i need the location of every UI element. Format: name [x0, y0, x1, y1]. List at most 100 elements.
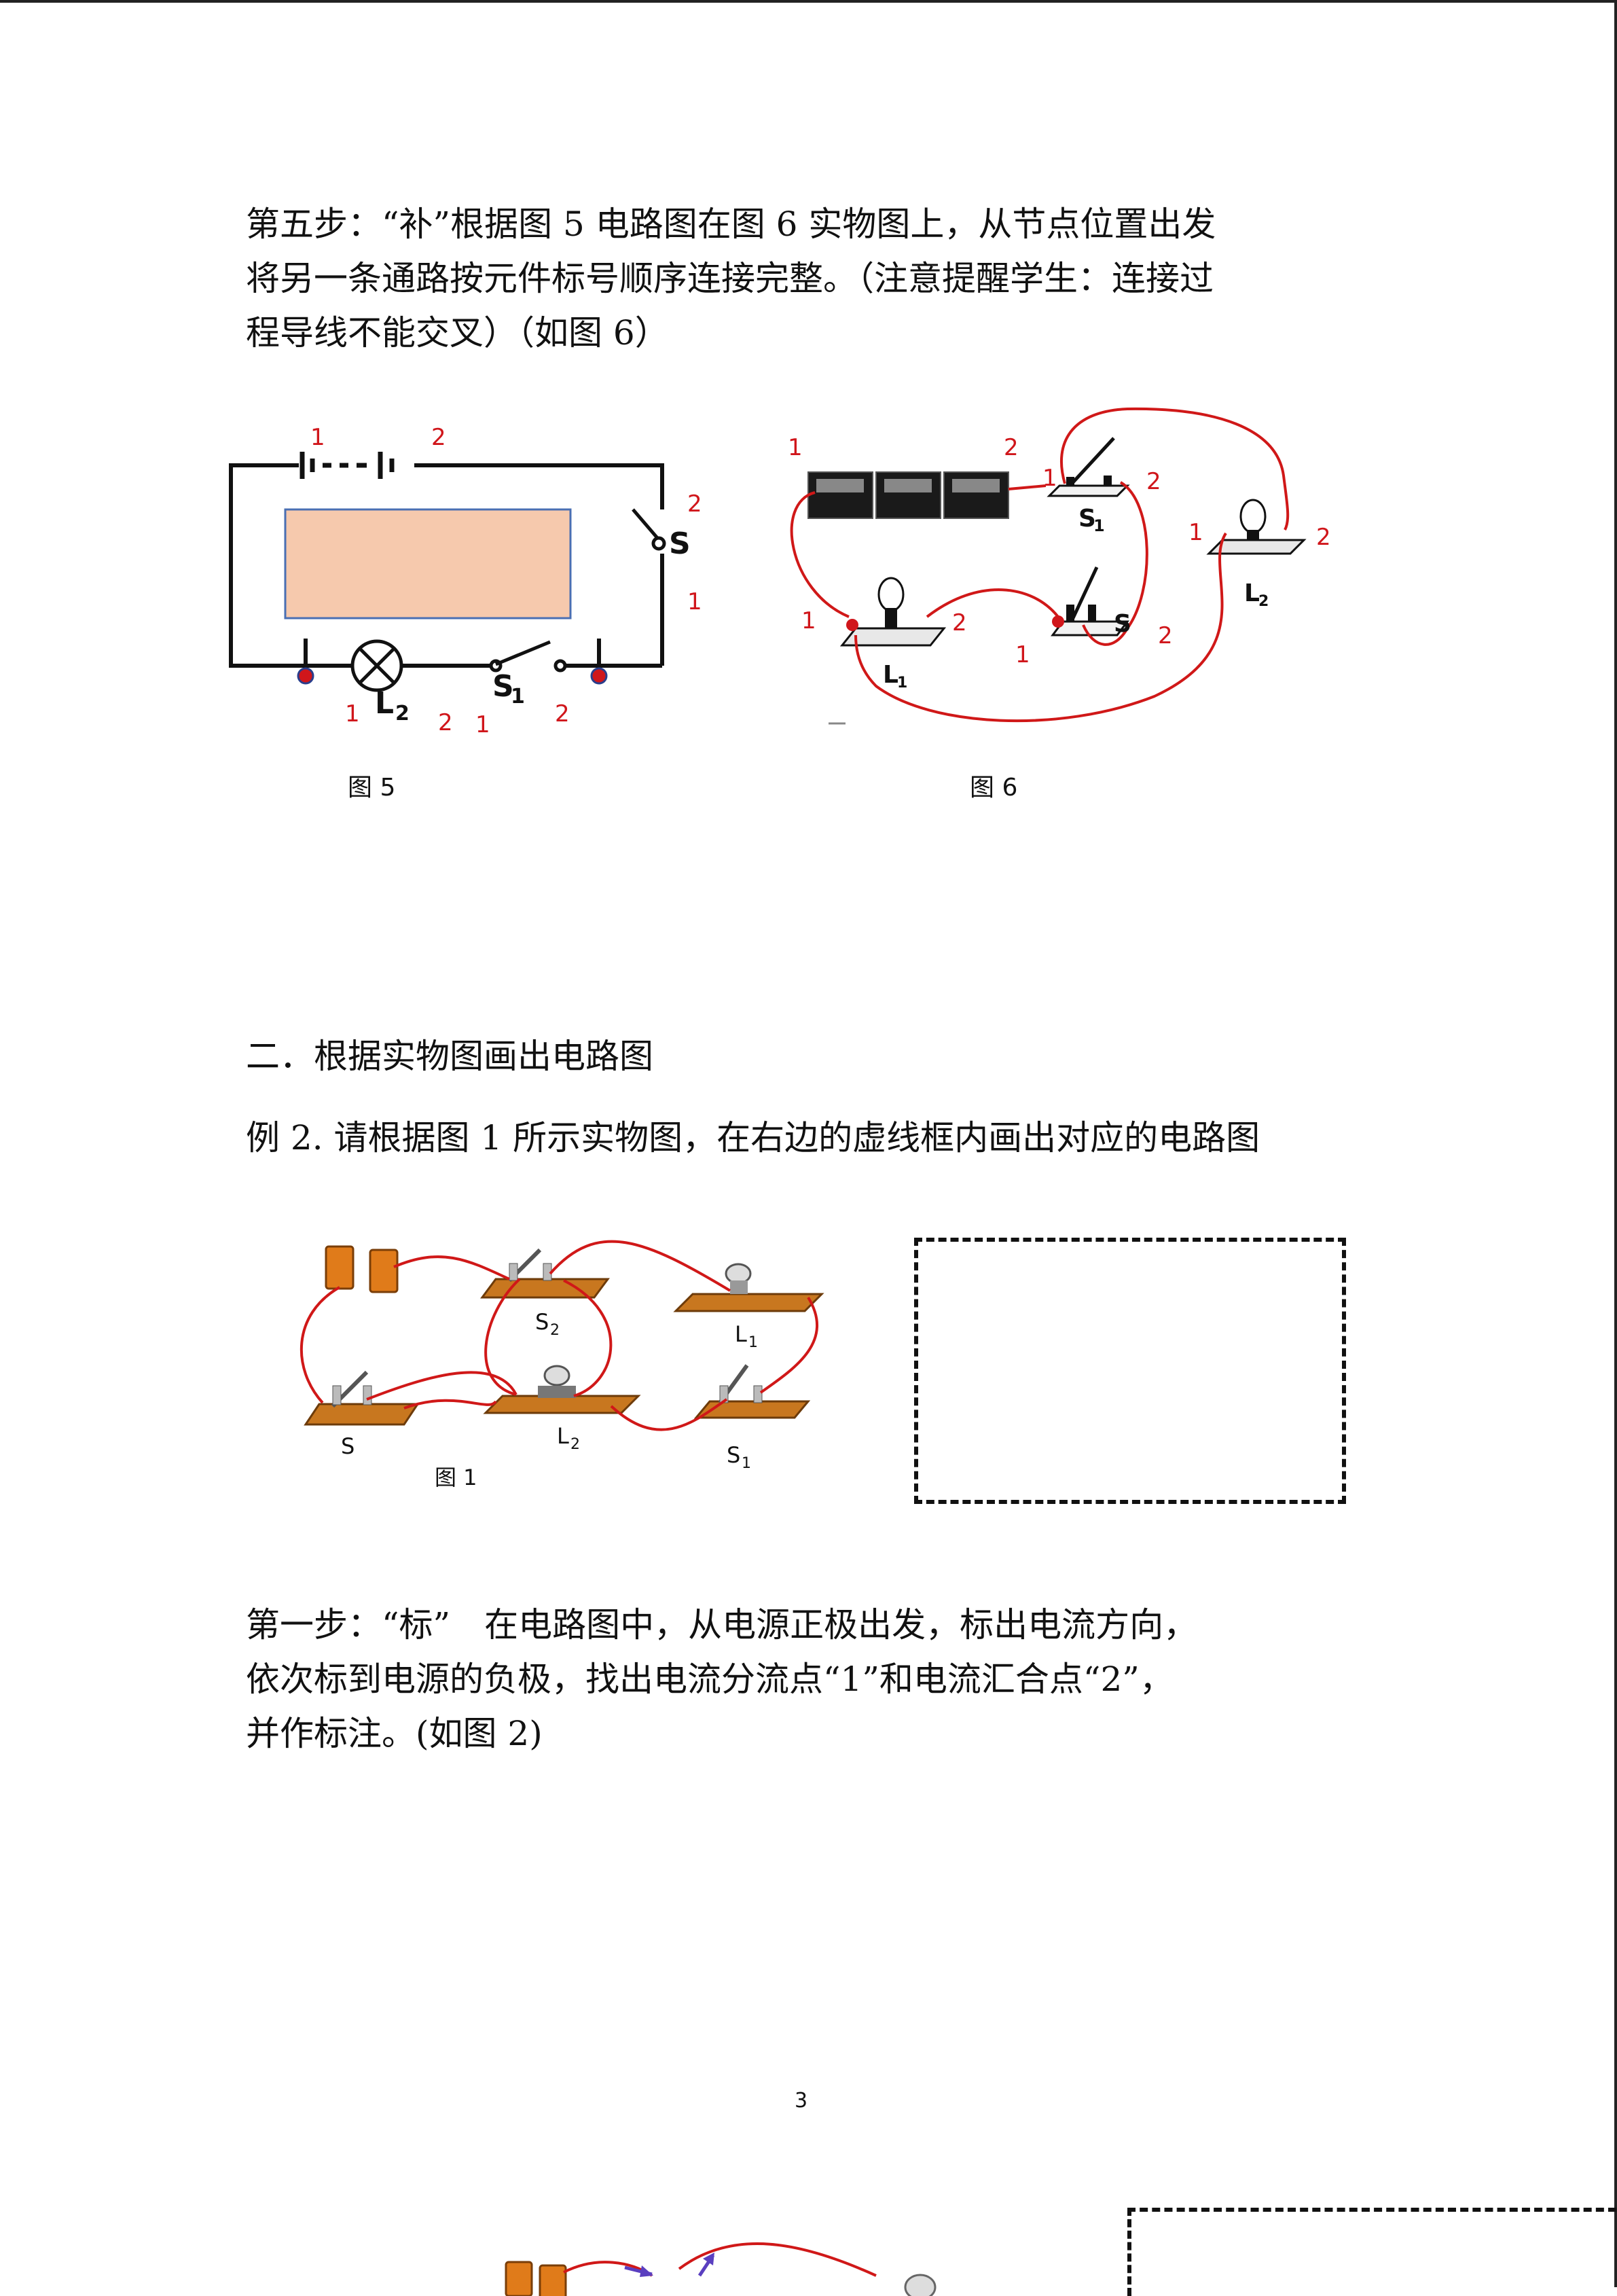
step5-line-1: 第五步：“补”根据图 5 电路图在图 6 实物图上，从节点位置出发	[246, 204, 1216, 244]
fig6-wire	[926, 588, 1059, 618]
section-title: 二．根据实物图画出电路图	[246, 1037, 653, 1076]
fig1-wire	[549, 1240, 731, 1292]
fig5-lamp-L2	[350, 639, 403, 692]
fig1-label-L2-sub: 2	[570, 1436, 580, 1453]
step1-line-3: 并作标注。(如图 2)	[246, 1714, 543, 1753]
fig6-wires	[790, 407, 1290, 723]
fig6-node-label: 1	[1015, 641, 1030, 668]
fig1-wire	[403, 1399, 497, 1410]
fig5-label-S1: S	[492, 669, 514, 704]
fig1-battery	[325, 1245, 399, 1293]
fig6-lamp-L2	[1206, 499, 1307, 555]
fig6-label-L2-sub: 2	[1258, 593, 1269, 610]
fig1-wire	[610, 1398, 728, 1431]
fig5-wire-top-left	[229, 463, 353, 668]
fig6-label-L1: L	[883, 661, 898, 689]
step1-line-1: 第一步：“标” 在电路图中，从电源正极出发，标出电流方向，	[246, 1605, 1198, 1645]
fig1-label-L1: L	[735, 1321, 747, 1347]
next-page-dashed-box	[1127, 2208, 1616, 2296]
fig5-node-label: 1	[345, 700, 360, 728]
fig5-label-S: S	[669, 526, 691, 561]
fig6-wire	[1059, 407, 1290, 531]
fig6-label-S: S	[1114, 610, 1131, 638]
figure-1-physical-diagram: S 2 L 1 S L 2 S 1	[299, 1240, 824, 1472]
answer-dashed-box[interactable]	[914, 1238, 1346, 1504]
fig6-node-label: 1	[788, 434, 803, 461]
fig1-label-L2: L	[557, 1423, 569, 1449]
fig5-switch-S	[632, 508, 666, 551]
fig1-wire	[563, 1279, 613, 1397]
fig6-node-label: 2	[1146, 468, 1161, 495]
fig5-label-L-sub: 2	[395, 702, 410, 725]
fig5-label-L: L	[375, 686, 394, 721]
fig6-node-label: 2	[952, 609, 967, 636]
fig5-node-right	[590, 667, 608, 685]
figure-5-caption: 图 5	[348, 774, 396, 802]
fig5-node-label: 2	[555, 700, 570, 728]
step5-paragraph: 第五步：“补”根据图 5 电路图在图 6 实物图上，从节点位置出发 将另一条通路…	[246, 197, 1414, 360]
fig5-node-label: 1	[687, 588, 702, 615]
step1-paragraph: 第一步：“标” 在电路图中，从电源正极出发，标出电流方向， 依次标到电源的负极，…	[246, 1598, 1414, 1761]
fig1-wire	[484, 1278, 521, 1396]
fig1-wire	[393, 1255, 510, 1280]
fig1-lamp-L2	[483, 1365, 641, 1414]
page-right-border	[1614, 0, 1617, 2287]
fig1-label-S: S	[341, 1433, 355, 1459]
fig5-node-label: 2	[431, 424, 446, 451]
fig5-wire-top-right	[414, 463, 664, 509]
fig6-label-L1-sub: 1	[897, 675, 907, 692]
fig6-node-label: 2	[1316, 524, 1331, 551]
fig1-label-S2: S	[535, 1309, 549, 1335]
step1-line-2: 依次标到电源的负极，找出电流分流点“1”和电流汇合点“2”，	[246, 1660, 1174, 1699]
fig5-node-left	[297, 667, 314, 685]
fig6-wire	[1082, 481, 1148, 646]
figure-1-caption: 图 1	[435, 1465, 477, 1490]
fig6-lamp-L1	[839, 577, 947, 647]
fig5-node-label: 2	[687, 490, 702, 518]
fig1-wire	[759, 1296, 818, 1394]
fig5-label-S1-sub: 1	[511, 685, 525, 708]
fig6-node-label: 1	[1042, 465, 1057, 492]
next-page-figure-partial	[505, 2242, 937, 2296]
fig1-label-S1: S	[727, 1442, 740, 1468]
fig6-node-L1-left	[846, 619, 858, 631]
fig5-node-label: 1	[475, 711, 490, 738]
fig5-switch-S1	[489, 640, 567, 672]
fig5-node-label: 1	[310, 424, 325, 451]
page-top-border	[0, 0, 1617, 3]
fig6-label-L2: L	[1244, 579, 1260, 607]
fig6-wire	[790, 491, 850, 618]
example-2-prompt: 例 2. 请根据图 1 所示实物图，在右边的虚线框内画出对应的电路图	[246, 1118, 1260, 1158]
fig6-wire	[1008, 484, 1047, 490]
fig5-peach-box	[284, 508, 572, 620]
page-number: 3	[795, 2089, 808, 2113]
fig1-lamp-L1	[673, 1263, 824, 1312]
fig6-node-label: 2	[1004, 434, 1019, 461]
fig1-switch-S1	[693, 1364, 811, 1419]
figure-5-circuit-diagram: S L 2 S 1 1 2 2 1 1 2 1 2	[229, 424, 702, 738]
fig1-switch-S	[304, 1370, 420, 1426]
fig1-wire	[366, 1371, 517, 1401]
fig6-wire	[854, 532, 1227, 723]
fig1-label-S1-sub: 1	[742, 1455, 751, 1472]
fig6-node-label: 1	[801, 607, 816, 634]
fig1-switch-S2	[480, 1248, 610, 1299]
fig6-node-S-left	[1052, 615, 1064, 628]
fig6-label-S1: S	[1078, 505, 1096, 533]
fig5-node-label: 2	[438, 709, 453, 736]
step5-line-2: 将另一条通路按元件标号顺序连接完整。（注意提醒学生：连接过	[246, 259, 1214, 298]
fig6-switch-S1	[1047, 437, 1130, 497]
fig6-label-S1-sub: 1	[1093, 516, 1105, 535]
fig6-node-label: 2	[1158, 622, 1173, 649]
fig1-label-S2-sub: 2	[550, 1322, 560, 1339]
fig5-battery	[299, 452, 395, 479]
fig6-battery-pack	[807, 471, 1009, 519]
step5-line-3: 程导线不能交叉）（如图 6）	[246, 313, 669, 353]
fig6-node-label: 1	[1188, 519, 1203, 546]
figure-6-caption: 图 6	[970, 774, 1018, 802]
fig1-wire	[299, 1286, 340, 1404]
fig1-wires	[299, 1240, 818, 1431]
fig1-label-L1-sub: 1	[748, 1334, 758, 1351]
fig6-switch-S	[1051, 566, 1129, 636]
figure-6-physical-diagram: S 1 L 2 S L 1 1 2 1 2 1 2 1 2 1 2	[788, 407, 1331, 725]
